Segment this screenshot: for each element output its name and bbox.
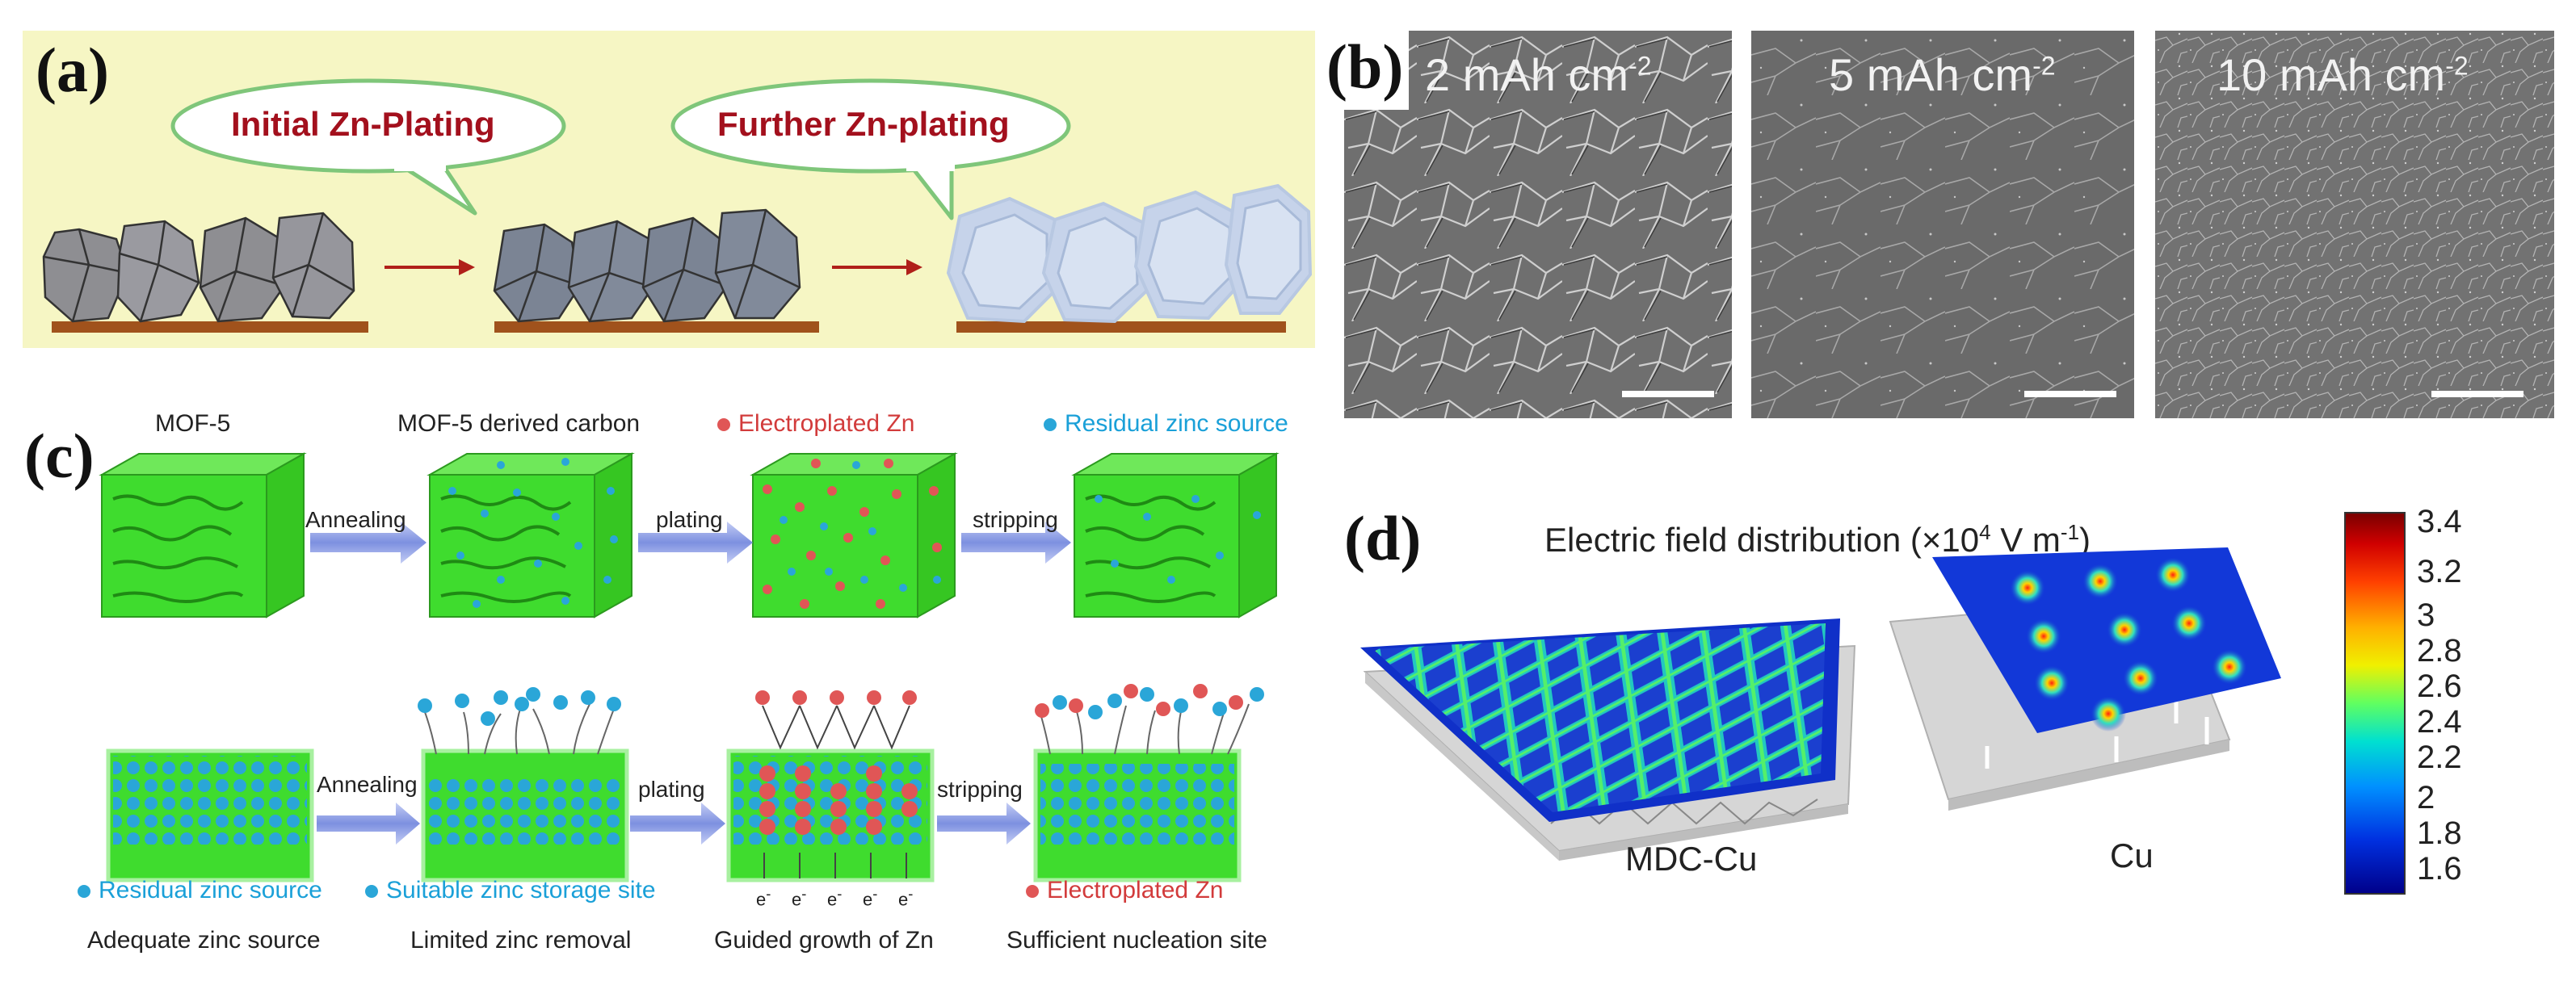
caption-guided: Guided growth of Zn: [714, 927, 934, 954]
legend-zn-top: Electroplated Zn: [717, 410, 914, 438]
sem-image-10mah: 10 mAh cm-2: [2155, 31, 2554, 418]
panel-a-drawing: [42, 78, 1313, 333]
mdc-cu-field-map: [1360, 618, 1840, 822]
zn-crystals-plated: [493, 208, 801, 323]
substrate-3: [956, 321, 1286, 333]
mdc-cu-lattice: [1550, 799, 1818, 825]
colorbar-tick: 2.8: [2417, 633, 2462, 669]
box-limited-removal: [418, 687, 629, 882]
title-mof5-carbon: MOF-5 derived carbon: [397, 410, 641, 437]
colorbar-tick: 3: [2417, 597, 2435, 633]
zn-crystals-initial: [42, 212, 355, 323]
substrate-1: [52, 321, 368, 333]
legend-electroplated-bottom-text: Electroplated Zn: [1047, 877, 1224, 903]
sem-image-5mah: 5 mAh cm-2: [1751, 31, 2134, 418]
blue-dot-icon: [1044, 418, 1057, 431]
colorbar-tick: 1.6: [2417, 851, 2462, 887]
legend-storage-site-text: Suitable zinc storage site: [386, 877, 656, 903]
zn-crystals-further: [946, 183, 1313, 324]
sem-label-2mah-exp: -2: [1628, 51, 1652, 81]
bubble-label-further: Further Zn-plating: [717, 105, 1010, 143]
label-mdc-cu: MDC-Cu: [1625, 840, 1758, 878]
electron-label: e-: [792, 885, 807, 910]
sem-label-2mah: 2 mAh cm: [1425, 49, 1629, 100]
blue-dot-icon: [78, 885, 90, 898]
arrow-a2: [832, 259, 922, 275]
arrow-stripping-bottom: [937, 803, 1031, 845]
colorbar-tick: 2.4: [2417, 704, 2462, 740]
legend-residual-top: Residual zinc source: [1044, 410, 1288, 438]
colorbar-tick: 2.6: [2417, 669, 2462, 704]
caption-nucleation: Sufficient nucleation site: [1006, 927, 1267, 954]
box-nucleation-site: [1033, 684, 1264, 882]
bubble-label-initial: Initial Zn-Plating: [231, 105, 495, 143]
arrow-label-plating-bottom: plating: [638, 777, 705, 802]
box-adequate-zinc: [106, 748, 314, 882]
panel-letter-c: (c): [24, 421, 95, 491]
cube-mof5: [99, 452, 307, 618]
legend-residual-bottom-text: Residual zinc source: [99, 877, 322, 903]
arrow-annealing-top: [310, 522, 427, 564]
field-plots: [1360, 547, 2281, 861]
panel-c-top-row: [99, 452, 1280, 618]
sem-label-10mah: 10 mAh cm: [2217, 49, 2446, 100]
electron-label: e-: [756, 885, 771, 910]
arrow-stripping-top: [961, 522, 1071, 564]
sem-label-5mah-exp: -2: [2032, 51, 2056, 81]
title-mof5: MOF-5: [155, 410, 231, 437]
blue-dot-icon: [365, 885, 378, 898]
legend-storage-site: Suitable zinc storage site: [365, 877, 656, 904]
sem-image-2mah: 2 mAh cm-2: [1344, 31, 1732, 418]
legend-residual-bottom: Residual zinc source: [78, 877, 322, 904]
substrate-2: [494, 321, 819, 333]
colorbar-tick: 2: [2417, 780, 2435, 815]
cube-stripped: [1071, 452, 1280, 618]
arrow-plating-bottom: [630, 803, 725, 845]
panel-letter-d: (d): [1344, 503, 1422, 573]
panel-a: Initial Zn-Plating Further Zn-plating: [23, 31, 1315, 348]
arrow-annealing-bottom: [317, 803, 420, 845]
red-dot-icon: [1026, 885, 1039, 898]
arrow-label-plating-top: plating: [656, 507, 723, 532]
arrow-label-annealing-bottom: Annealing: [317, 772, 418, 797]
panel-letter-b: [1325, 29, 1409, 110]
scale-bar: [2024, 391, 2116, 397]
arrow-plating-top: [638, 522, 753, 564]
speech-bubble-right: [670, 78, 1071, 220]
legend-zn-top-text: Electroplated Zn: [738, 410, 915, 437]
colorbar-tick: 2.2: [2417, 740, 2462, 775]
arrow-a1: [385, 259, 475, 275]
cu-field-map: [1932, 547, 2281, 733]
arrow-label-stripping-top: stripping: [973, 507, 1058, 532]
sem-label-5mah: 5 mAh cm: [1829, 49, 2033, 100]
scale-bar: [2431, 391, 2523, 397]
arrow-label-annealing-top: Annealing: [305, 507, 406, 532]
caption-limited: Limited zinc removal: [410, 927, 632, 954]
sem-label-10mah-exp: -2: [2445, 51, 2469, 81]
legend-residual-top-text: Residual zinc source: [1065, 410, 1288, 437]
legend-electroplated-bottom: Electroplated Zn: [1026, 877, 1223, 904]
panel-letter-a: (a): [36, 35, 109, 105]
scale-bar: [1622, 391, 1714, 397]
colorbar-tick: 1.8: [2417, 815, 2462, 851]
panel-c-bottom-row: [106, 684, 1264, 882]
electron-label: e-: [863, 885, 878, 910]
cu-pillars: [1985, 699, 2209, 769]
field-title: Electric field distribution (×104 V m-1): [1544, 520, 2091, 559]
colorbar-tick: 3.4: [2417, 504, 2462, 539]
electron-label: e-: [898, 885, 914, 910]
box-guided-growth: [726, 690, 935, 882]
colorbar-tick: 3.2: [2417, 554, 2462, 589]
colorbar-ticks: 3.4 3.2 3 2.8 2.6 2.4 2.2 2 1.8 1.6: [2417, 504, 2546, 891]
red-dot-icon: [717, 418, 730, 431]
caption-adequate: Adequate zinc source: [87, 927, 321, 954]
cube-electroplated: [750, 452, 958, 618]
electron-label: e-: [827, 885, 843, 910]
speech-bubble-left: [170, 78, 566, 216]
panel-letter-b-text: (b): [1326, 31, 1404, 102]
label-cu: Cu: [2110, 836, 2154, 874]
colorbar: [2344, 512, 2406, 895]
arrow-label-stripping-bottom: stripping: [937, 777, 1023, 802]
cube-mof5-carbon: [427, 452, 635, 618]
